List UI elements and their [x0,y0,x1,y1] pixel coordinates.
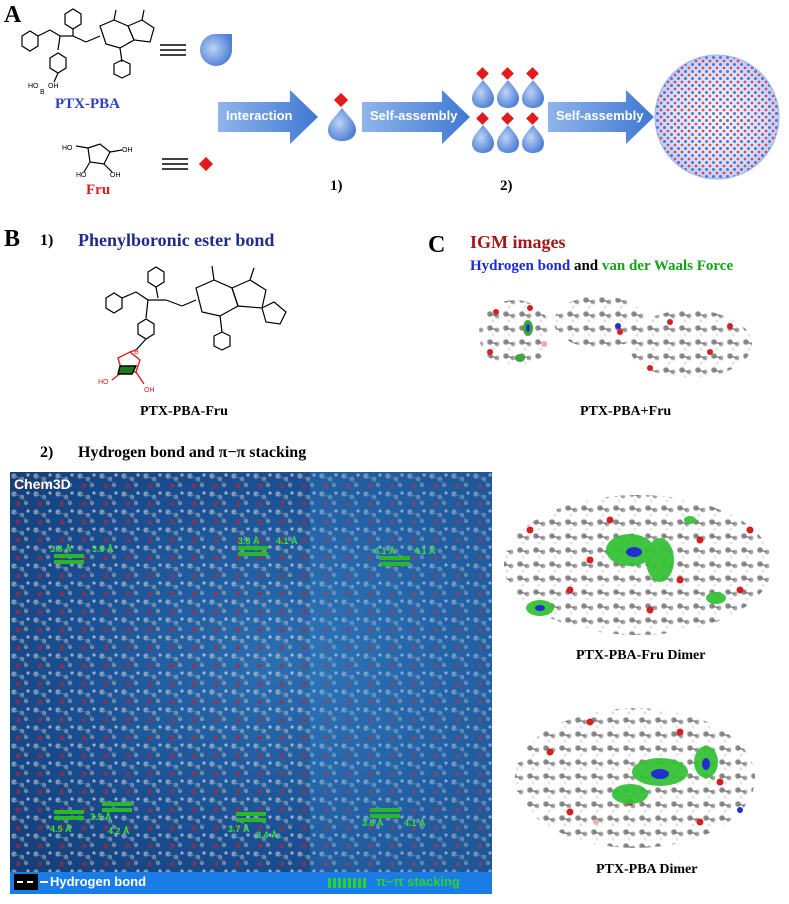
svg-text:B: B [40,89,45,96]
panel-b-sub1-number: 1) [40,232,54,249]
chem3d-panel: Chem3D 3.8 Å 3.5 Å 3.8 Å 4.1 Å 4.1 Å 4.1… [10,472,492,894]
legend-hbond-dash [40,881,48,883]
panel-c-letter: C [428,232,446,258]
ptx-pba-label: PTX-PBA [55,96,120,112]
interaction-arrow [218,90,318,144]
distance-label: 4.1 Å [404,818,426,828]
svg-text:OH: OH [144,387,155,394]
svg-text:HO: HO [76,172,87,178]
distance-label: 3.8 Å [238,536,260,546]
chem3d-molecular-network [10,472,492,894]
panel-b-letter: B [4,226,21,252]
distance-label: 3.7 Å [228,824,250,834]
ptx-pba-fru-structure: HO OH B [98,265,287,394]
panel-a-letter: A [4,2,22,28]
legend-strip [10,872,492,894]
equivalence-sign-ptx [160,44,186,56]
svg-text:HO: HO [28,83,39,90]
stage-1-label: 1) [330,178,343,194]
distance-label: 4.1 Å [374,546,396,556]
distance-label: 4.1 Å [276,536,298,546]
stage-2-label: 2) [500,178,513,194]
self-assembly-arrow-2-label: Self-assembly [556,108,644,123]
legend-hbond-swatch [14,874,38,890]
legend-pi-label: π−π stacking [376,874,460,889]
distance-label: 3.4 Å [256,830,278,840]
igm-image-ptx-pba-dimer [515,708,755,848]
fru-label: Fru [86,182,111,198]
ptx-pba-fru-caption: PTX-PBA-Fru [140,404,228,419]
distance-label: 3.5 Å [92,544,114,554]
panel-b-sub2-title: Hydrogen bond and π−π stacking [78,444,307,461]
svg-text:HO: HO [98,379,109,386]
igm-image-ptx-pba-fru-dimer [504,495,772,635]
svg-text:OH: OH [122,147,133,154]
self-assembly-arrow-1-label: Self-assembly [370,108,458,123]
distance-label: 3.8 Å [50,544,72,554]
panel-b-sub1-title: Phenylboronic ester bond [78,230,275,250]
subtitle-hbond: Hydrogen bond [470,258,571,274]
self-assembly-arrow-1 [362,90,470,144]
subtitle-and: and [573,258,599,274]
interaction-arrow-label: Interaction [226,108,293,123]
nanoparticle-sphere [654,54,780,180]
svg-text:OH: OH [48,83,59,90]
chem3d-label: Chem3D [14,476,71,492]
svg-text:HO: HO [62,145,73,152]
svg-text:OH: OH [110,172,121,178]
fru-diamond-icon [198,156,214,172]
igm-caption-1: PTX-PBA+Fru [580,404,672,419]
distance-label: 4.1 Å [414,546,436,556]
legend-hbond-label: Hydrogen bond [50,874,147,889]
distance-label: 4.5 Å [50,824,72,834]
fru-structure: HO OH OH HO [62,143,133,178]
panel-c-subtitle: Hydrogen bond and van der Waals Force [470,258,733,275]
ptx-pba-structure: HO B OH [21,8,155,96]
igm-image-ptx-pba-fru [479,296,752,378]
panel-b-sub2-number: 2) [40,444,54,461]
self-assembly-arrow-2 [548,90,654,144]
ptx-droplet-icon [200,34,232,66]
legend-pi-swatch [328,878,366,888]
svg-text:B: B [134,349,139,356]
subtitle-vdw: van der Waals Force [601,258,734,274]
igm-caption-3: PTX-PBA Dimer [596,862,698,877]
igm-caption-2: PTX-PBA-Fru Dimer [576,648,706,663]
droplet-fru-complex-icon [328,92,356,141]
droplet-cluster-icon [472,67,544,153]
distance-label: 3.6 Å [362,818,384,828]
equivalence-sign-fru [162,158,188,170]
distance-label: 3.5 Å [90,812,112,822]
panel-c-title: IGM images [470,232,566,252]
distance-label: 4.2 Å [108,826,130,836]
